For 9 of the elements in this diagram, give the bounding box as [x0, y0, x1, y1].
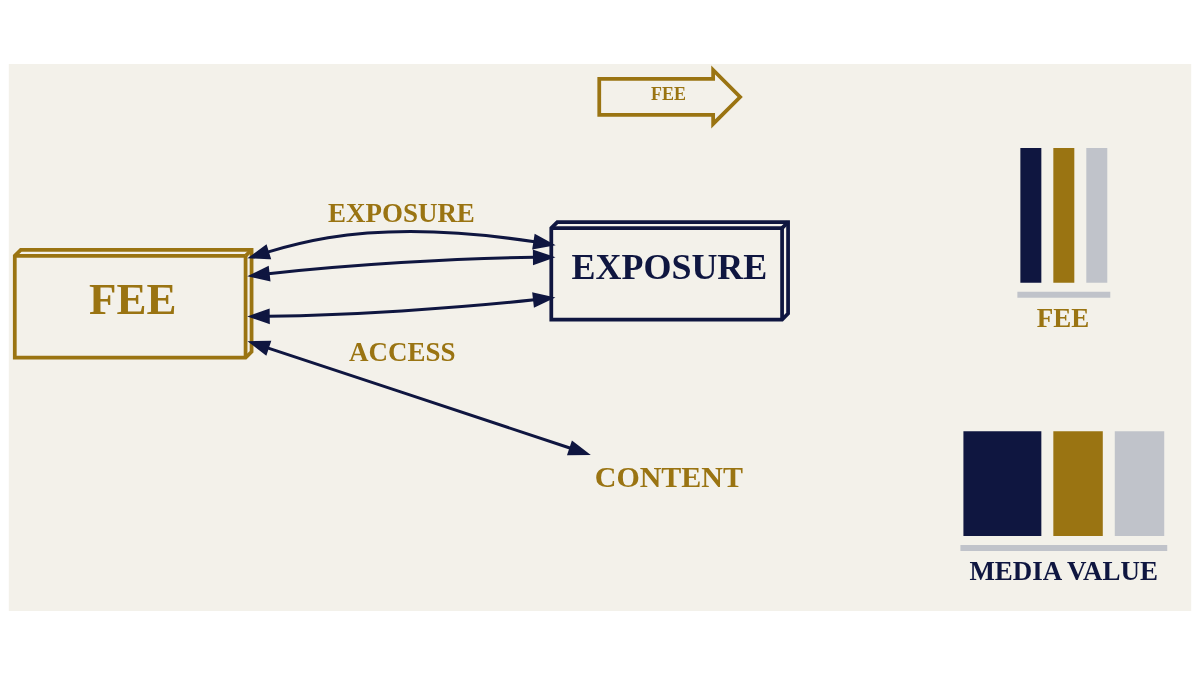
arrow [247, 292, 556, 325]
edge-label: EXPOSURE [328, 197, 475, 228]
label: MEDIA VALUE [969, 556, 1159, 587]
node-text: CONTENT [594, 459, 743, 493]
label: FEE [1036, 302, 1090, 333]
edge-label: ACCESS [348, 337, 456, 368]
arrow [247, 249, 556, 282]
arrow [247, 340, 591, 456]
arrow [247, 230, 556, 260]
